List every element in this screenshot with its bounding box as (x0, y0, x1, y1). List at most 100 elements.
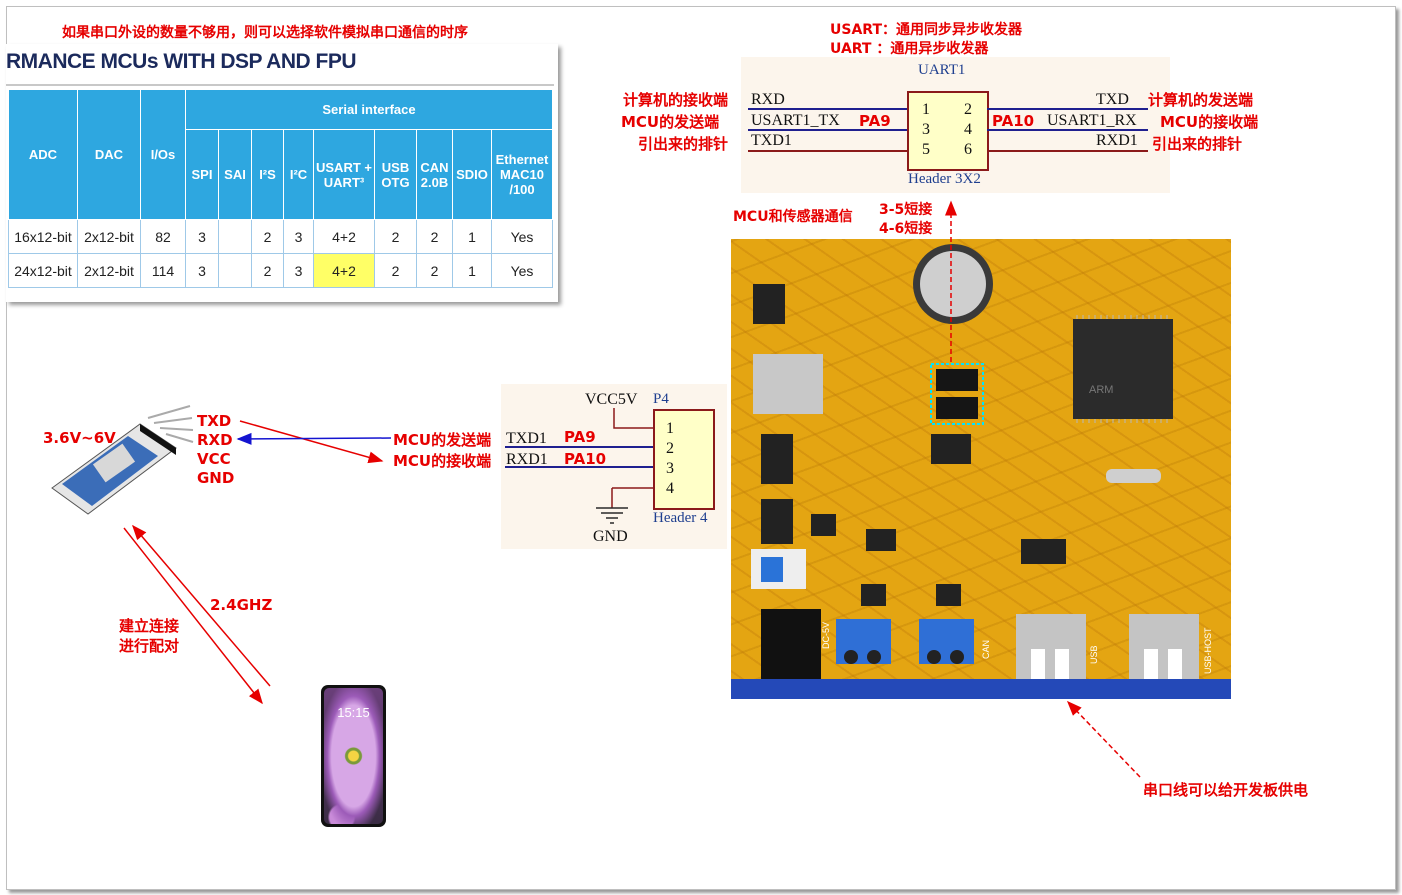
phone-clock: 15:15 (337, 705, 370, 720)
wire (748, 108, 907, 110)
bt-pin-rxd: RXD (197, 431, 233, 449)
p4-title: P4 (653, 391, 669, 407)
table-cell: 16x12-bit (8, 219, 78, 254)
table-cell: 2x12-bit (77, 219, 141, 254)
header-cell: I²S (251, 129, 284, 220)
table-cell: 82 (140, 219, 186, 254)
pin-label-pa10: PA10 (564, 450, 607, 468)
arm-marking: ARM (1089, 384, 1113, 396)
header-cell: ADC (8, 89, 78, 220)
bt-pin-vcc: VCC (197, 450, 231, 468)
table-title: RMANCE MCUs WITH DSP AND FPU (6, 50, 357, 73)
wire (505, 446, 653, 448)
uart1-footer: Header 3X2 (908, 171, 981, 187)
bt-pin-gnd: GND (197, 469, 235, 487)
table-cell: 2x12-bit (77, 253, 141, 288)
table-cell: Yes (491, 219, 553, 254)
table-cell (218, 253, 252, 288)
p4-header-box (653, 409, 715, 510)
wire (987, 150, 1148, 152)
wire (748, 129, 907, 131)
top-note: 如果串口外设的数量不够用，则可以选择软件模拟串口通信的时序 (62, 25, 468, 41)
table-row: 24x12-bit 2x12-bit 114 3 2 3 4+2 2 2 1 Y… (8, 253, 553, 288)
table-cell: 114 (140, 253, 186, 288)
pins-left-label: 引出来的排针 (638, 135, 729, 153)
wire (987, 129, 1148, 131)
header-cell: CAN 2.0B (416, 129, 453, 220)
board-drawing: ARM (731, 244, 1231, 699)
header-cell: DAC (77, 89, 141, 220)
table-cell: 1 (452, 219, 492, 254)
sensor-comm-label: MCU和传感器通信 (733, 209, 853, 225)
pin-number: 3 (666, 460, 674, 477)
power-note: 串口线可以给开发板供电 (1143, 781, 1309, 799)
short-35-label: 3-5短接 (879, 202, 933, 218)
net-label: TXD1 (751, 132, 792, 149)
smartphone-image: 15:15 (321, 685, 386, 827)
usb-label: USB (1089, 645, 1099, 664)
voltage-label: 3.6V~6V (43, 429, 116, 447)
dc-label: DC-5V (821, 622, 831, 649)
net-label: RXD1 (506, 451, 548, 468)
uart1-header-box (907, 91, 989, 171)
net-label: USART1_TX (751, 112, 840, 129)
table-cell: 3 (185, 219, 219, 254)
gnd-label: GND (593, 528, 628, 545)
table-cell: 2 (374, 253, 417, 288)
table-cell-highlighted: 4+2 (313, 253, 375, 288)
table-cell: 4+2 (313, 219, 375, 254)
short-46-label: 4-6短接 (879, 221, 933, 237)
usb-host-label: USB-HOST (1203, 627, 1213, 674)
mcu-rx-label: MCU的接收端 (1160, 113, 1259, 131)
mcu-spec-table: RMANCE MCUs WITH DSP AND FPU ADC DAC I/O… (6, 44, 558, 302)
table-cell: Yes (491, 253, 553, 288)
net-label: TXD (1096, 91, 1129, 108)
table-cell: 2 (416, 219, 453, 254)
header-cell: Ethernet MAC10 /100 (491, 129, 553, 220)
wire (748, 150, 907, 152)
frequency-label: 2.4GHZ (210, 596, 273, 614)
usart-definition: USART：通用同步异步收发器 (830, 22, 1022, 38)
pin-number: 4 (964, 121, 972, 138)
net-label: RXD1 (1096, 132, 1138, 149)
pin-number: 1 (666, 420, 674, 437)
pin-label-pa10: PA10 (992, 112, 1035, 130)
pc-rx-label: 计算机的接收端 (623, 91, 729, 109)
uart1-title: UART1 (918, 62, 966, 78)
pin-number: 3 (922, 121, 930, 138)
pin-number: 6 (964, 141, 972, 158)
pin-number: 2 (666, 440, 674, 457)
can-label: CAN (981, 640, 991, 659)
vcc5v-label: VCC5V (585, 391, 638, 408)
table-cell: 3 (185, 253, 219, 288)
net-label: USART1_RX (1047, 112, 1137, 129)
table-cell: 3 (283, 219, 314, 254)
table-cell: 2 (251, 253, 284, 288)
pairing-label-1: 建立连接 (119, 617, 180, 635)
table-cell: 3 (283, 253, 314, 288)
net-label: RXD (751, 91, 785, 108)
header-cell: SAI (218, 129, 252, 220)
pin-label-pa9: PA9 (564, 428, 596, 446)
pin-number: 5 (922, 141, 930, 158)
pin-number: 1 (922, 101, 930, 118)
header-cell: I²C (283, 129, 314, 220)
table-cell (218, 219, 252, 254)
pins-right-label: 引出来的排针 (1152, 135, 1243, 153)
header-cell: I/Os (140, 89, 186, 220)
dev-board-photo: ARM (731, 239, 1231, 699)
pin-number: 2 (964, 101, 972, 118)
table-row: 16x12-bit 2x12-bit 82 3 2 3 4+2 2 2 1 Ye… (8, 219, 553, 254)
mcu-tx-label: MCU的发送端 (393, 431, 492, 449)
wire (987, 108, 1148, 110)
pin-label-pa9: PA9 (859, 112, 891, 130)
spec-table: ADC DAC I/Os Serial interface SPI SAI I²… (8, 89, 553, 288)
serial-interface-header: Serial interface (185, 89, 553, 130)
wire (505, 466, 653, 468)
mcu-tx-label: MCU的发送端 (621, 113, 720, 131)
header-cell: USART + UART³ (313, 129, 375, 220)
net-label: TXD1 (506, 430, 547, 447)
pin-number: 4 (666, 480, 674, 497)
table-cell: 1 (452, 253, 492, 288)
header-cell: SPI (185, 129, 219, 220)
